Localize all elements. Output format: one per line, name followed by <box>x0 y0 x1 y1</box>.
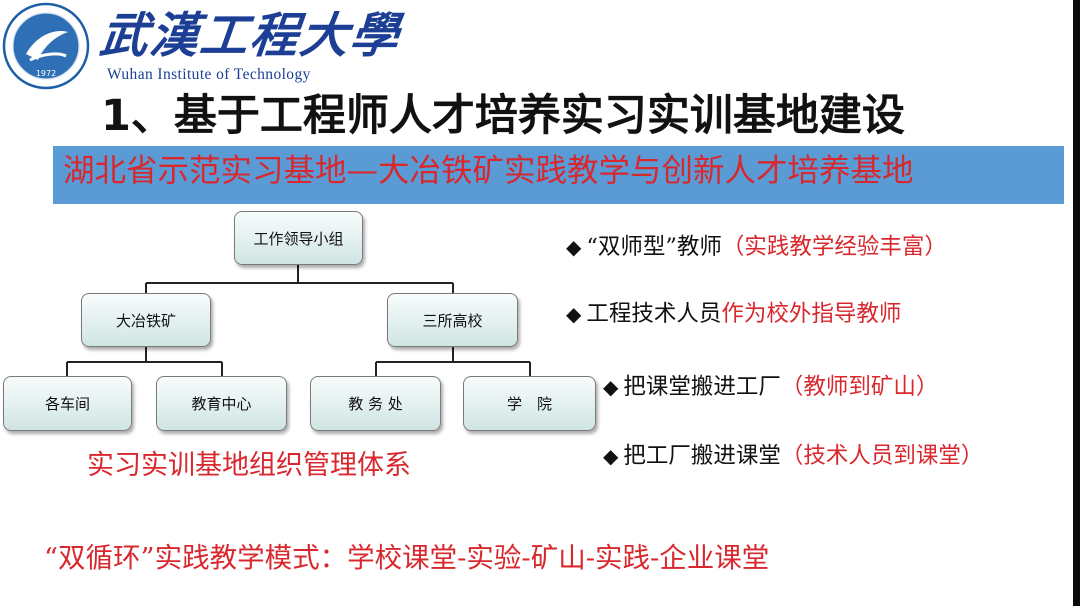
diamond-bullet-icon: ◆ <box>566 302 582 326</box>
diamond-bullet-icon: ◆ <box>603 444 619 468</box>
org-node-daye-mine: 大冶铁矿 <box>81 293 211 347</box>
subtitle-text: 湖北省示范实习基地—大冶铁矿实践教学与创新人才培养基地 <box>63 153 914 189</box>
org-chart-caption: 实习实训基地组织管理体系 <box>87 450 411 481</box>
diamond-bullet-icon: ◆ <box>566 235 582 259</box>
bullet-main-text: 工程技术人员 <box>586 301 722 327</box>
org-node-three-universities: 三所高校 <box>387 293 518 347</box>
org-node-academic-affairs: 教 务 处 <box>310 376 441 431</box>
main-title: 1、基于工程师人才培养实习实训基地建设 <box>101 91 905 141</box>
window-edge <box>1073 0 1080 606</box>
bullet-factory-to-classroom: ◆把工厂搬进课堂（技术人员到课堂） <box>603 438 983 474</box>
bullet-highlight-text: （技术人员到课堂） <box>780 443 984 469</box>
diamond-bullet-icon: ◆ <box>603 375 619 399</box>
university-logo: 1972 <box>2 2 90 90</box>
bullet-highlight-text: 作为校外指导教师 <box>721 301 902 327</box>
org-node-education-center: 教育中心 <box>156 376 287 431</box>
bullet-engineering-staff: ◆工程技术人员作为校外指导教师 <box>566 296 901 332</box>
org-node-leadership-group: 工作领导小组 <box>234 211 363 265</box>
bullet-highlight-text: （实践教学经验丰富） <box>721 234 947 260</box>
logo-year: 1972 <box>36 69 56 78</box>
school-name-english: Wuhan Institute of Technology <box>107 66 311 83</box>
bullet-main-text: “双师型”教师 <box>586 234 722 260</box>
bullet-main-text: 把工厂搬进课堂 <box>623 443 781 469</box>
org-node-workshops: 各车间 <box>3 376 132 431</box>
bullet-main-text: 把课堂搬进工厂 <box>623 374 781 400</box>
org-chart-connectors <box>66 265 531 376</box>
subtitle-band: 湖北省示范实习基地—大冶铁矿实践教学与创新人才培养基地 <box>53 146 1064 204</box>
bullet-classroom-to-factory: ◆把课堂搬进工厂（教师到矿山） <box>603 369 938 405</box>
bullet-dual-teacher: ◆“双师型”教师（实践教学经验丰富） <box>566 229 947 265</box>
org-node-college: 学 院 <box>463 376 596 431</box>
dual-cycle-teaching-mode: “双循环”实践教学模式：学校课堂-实验-矿山-实践-企业课堂 <box>44 542 770 574</box>
bullet-highlight-text: （教师到矿山） <box>780 374 939 400</box>
